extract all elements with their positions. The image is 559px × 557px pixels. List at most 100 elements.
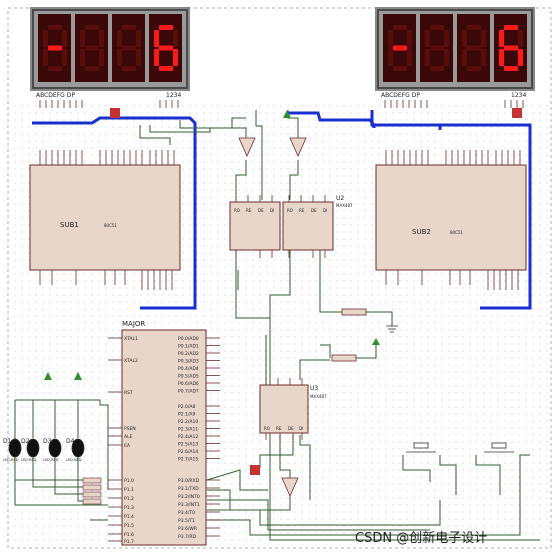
display-left-segment-a [159,25,173,30]
display-right-segment-e [462,49,467,66]
display-right-segment-f [425,30,430,47]
major-right-pin-label: P2.2/A10 [178,419,198,425]
buffer-gates [238,137,307,497]
u2-pin-ro: RO [287,208,293,213]
major-right-pin-label: P2.7/A15 [178,457,198,463]
major-left-pin-label: XTAL2 [124,358,138,364]
display-left-segment-d [159,66,173,71]
display-right-segment-b [518,30,523,47]
display-left-segment-b [99,30,104,47]
display-left-segment-e [117,49,122,66]
chip-u3: U3 MAX487 RO RE DE DI [259,378,327,440]
major-right-pin-label: P2.6/A14 [178,449,198,455]
display-right-segment-e [388,49,393,66]
major-right-pin-label: P3.5/T1 [178,518,195,524]
major-right-pin-label: P2.1/A9 [178,412,195,418]
display-left-digit-label: 1234 [166,92,181,99]
display-left-segment-c [99,49,104,66]
major-left-pin-label: P1.4 [124,514,134,520]
display-left-segment-f [117,30,122,47]
resistors [82,308,367,505]
data-bus-lines [32,110,532,310]
display-left-segment-c [136,49,141,66]
major-left-pin-label: P1.5 [124,523,134,529]
display-left-segment-e [80,49,85,66]
sheet-border [7,7,552,549]
watermark: CSDN @创新电子设计 [355,530,487,546]
display-right-segment-g [504,45,518,51]
u2-label: U2 [336,195,344,202]
led-name: D3 [43,438,52,445]
display-left-segment-b [62,30,67,47]
display-right-digit-label: 1234 [511,92,526,99]
display-left-segment-g [122,45,136,51]
seven-segment-display-right: ABCDEFG DP 1234 [375,7,535,99]
led-type: LED-RED [21,458,37,462]
u1-pin-di: DI [270,208,274,213]
major-right-pin-label: P3.1/TXD [178,486,199,492]
major-left-pin-label: P1.2 [124,496,134,502]
display-left-segment-f [80,30,85,47]
display-right-segment-f [499,30,504,47]
display-right-segment-e [425,49,430,66]
major-right-pin-label: P0.0/AD0 [178,336,199,342]
display-right-segment-a [467,25,481,30]
display-right-segment-label: ABCDEFG DP [381,92,420,99]
chip-sub1: SUB1 80C51 [29,150,181,290]
display-right-segment-a [504,25,518,30]
major-right-pin-label: P2.0/A8 [178,404,195,410]
major-left-pin-label: P1.1 [124,487,134,493]
major-right-pin-label: P3.7/RD [178,534,197,540]
u1-pin-re: RE [246,208,252,213]
display-right-segment-g [393,45,407,51]
display-left-segment-b [136,30,141,47]
major-left-pin-label: PSEN [124,426,136,432]
display-left-segment-g [159,45,173,51]
chip-u1: RO RE DE DI [229,195,281,258]
major-left-pin-label: RST [124,390,133,396]
display-left-segment-e [43,49,48,66]
display-right-segment-f [388,30,393,47]
major-left-pin-label: ALE [124,434,133,440]
sub1-part: 80C51 [104,223,117,228]
major-right-pin-label: P3.6/WR [178,526,197,532]
display-right-segment-a [430,25,444,30]
display-right-segment-b [407,30,412,47]
sub2-part: 80C51 [450,230,463,235]
display-right-segment-b [444,30,449,47]
led-type: LED-RED [66,458,82,462]
display-right-segment-d [393,66,407,71]
led-type: LED-RED [3,458,19,462]
u3-pin-ro: RO [264,426,270,431]
display-right-segment-g [467,45,481,51]
display-right-segment-d [467,66,481,71]
major-left-pin-label: P1.3 [124,505,134,511]
major-right-pin-label: P3.2/INT0 [178,494,200,500]
ground-symbols [44,110,398,380]
u2-pin-re: RE [299,208,305,213]
led-name: D4 [66,438,75,445]
display-left-segment-e [154,49,159,66]
major-right-pin-label: P0.7/AD7 [178,389,199,395]
major-left-pin-label: P1.6 [124,532,134,538]
display-left-segment-c [173,49,178,66]
major-right-pin-label: P3.4/T0 [178,510,195,516]
resistor-r1 [341,308,367,316]
display-left-segment-g [85,45,99,51]
u2-part: MAX487 [336,203,353,208]
display-left-segment-g [48,45,62,51]
u1-pin-de: DE [258,208,264,213]
display-right-segment-c [407,49,412,66]
display-left-segment-a [122,25,136,30]
display-right-segment-a [393,25,407,30]
display-right-segment-g [430,45,444,51]
u3-part: MAX487 [310,394,327,399]
u3-pin-re: RE [276,426,282,431]
display-right-segment-d [430,66,444,71]
display-right-segment-c [518,49,523,66]
u3-label: U3 [310,385,318,392]
